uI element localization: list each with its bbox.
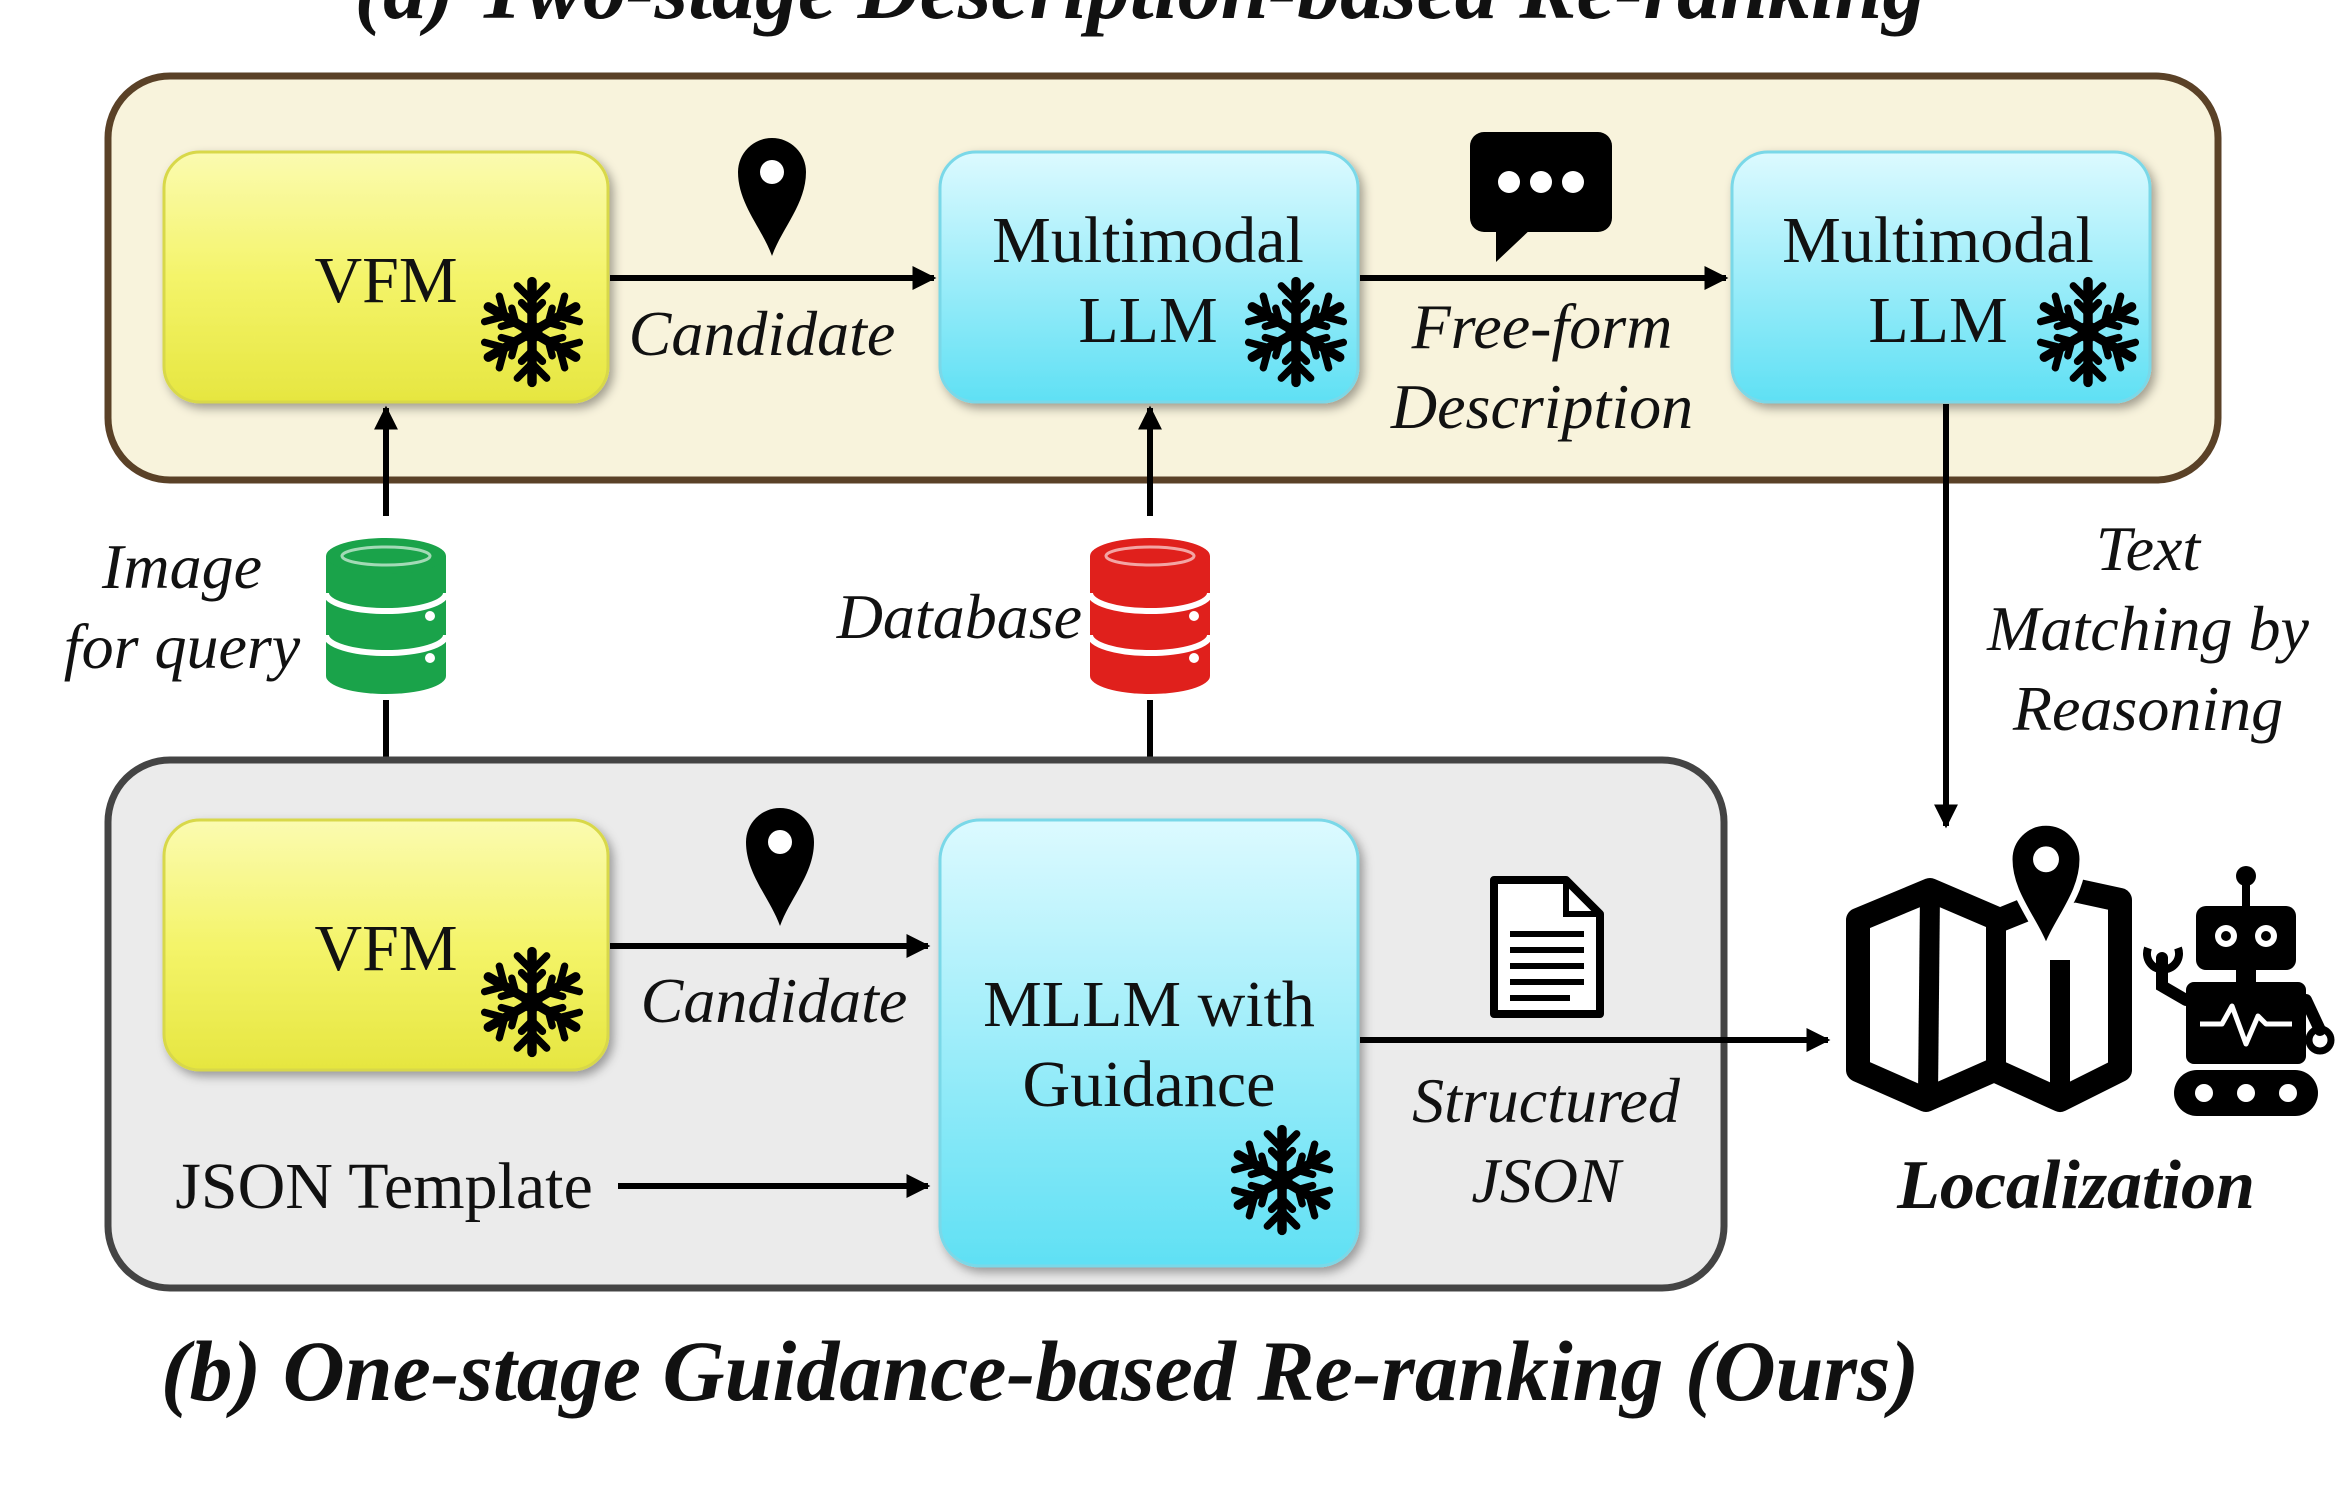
structured-line1: Structured (1412, 1065, 1681, 1136)
mllm-guidance-line1: MLLM with (983, 968, 1315, 1041)
vfm-box-a: VFM (162, 150, 610, 404)
document-icon (1490, 876, 1604, 1018)
chat-bubble-icon (1470, 132, 1612, 262)
vfm-label-a: VFM (314, 244, 457, 317)
candidate-label-b: Candidate (641, 965, 908, 1036)
mllm-a2-line1: Multimodal (1782, 204, 2094, 277)
freeform-line1: Free-form (1411, 291, 1673, 362)
candidate-label-a: Candidate (629, 298, 896, 369)
top-title: (a) Two-stage Description-based Re-ranki… (354, 0, 1925, 37)
image-query-line2: for query (64, 611, 301, 682)
image-query-line1: Image (101, 531, 262, 602)
query-image-database-icon (326, 538, 446, 694)
structured-line2: JSON (1471, 1145, 1624, 1216)
vfm-label-b: VFM (314, 912, 457, 985)
mllm-a2-line2: LLM (1868, 284, 2007, 357)
mllm-a1-line1: Multimodal (992, 204, 1304, 277)
mllm-box-a2: Multimodal LLM (1730, 150, 2152, 404)
text-matching-line3: Reasoning (2012, 673, 2283, 744)
json-template-label: JSON Template (175, 1150, 593, 1223)
mllm-a1-line2: LLM (1078, 284, 1217, 357)
bottom-title: (b) One-stage Guidance-based Re-ranking … (161, 1323, 1919, 1419)
text-matching-line2: Matching by (1986, 593, 2309, 664)
freeform-line2: Description (1390, 371, 1693, 442)
localization-label: Localization (1896, 1147, 2255, 1224)
mllm-box-a1: Multimodal LLM (938, 150, 1360, 404)
text-matching-line1: Text (2096, 513, 2203, 584)
mllm-guidance-box: MLLM with Guidance (938, 818, 1360, 1268)
robot-icon (2143, 866, 2335, 1116)
folded-map-icon (1846, 878, 2132, 1112)
database-icon (1090, 538, 1210, 694)
location-pin-icon (2006, 819, 2086, 960)
mllm-guidance-line2: Guidance (1023, 1048, 1276, 1121)
vfm-box-b: VFM (162, 818, 610, 1072)
database-label: Database (836, 581, 1082, 652)
